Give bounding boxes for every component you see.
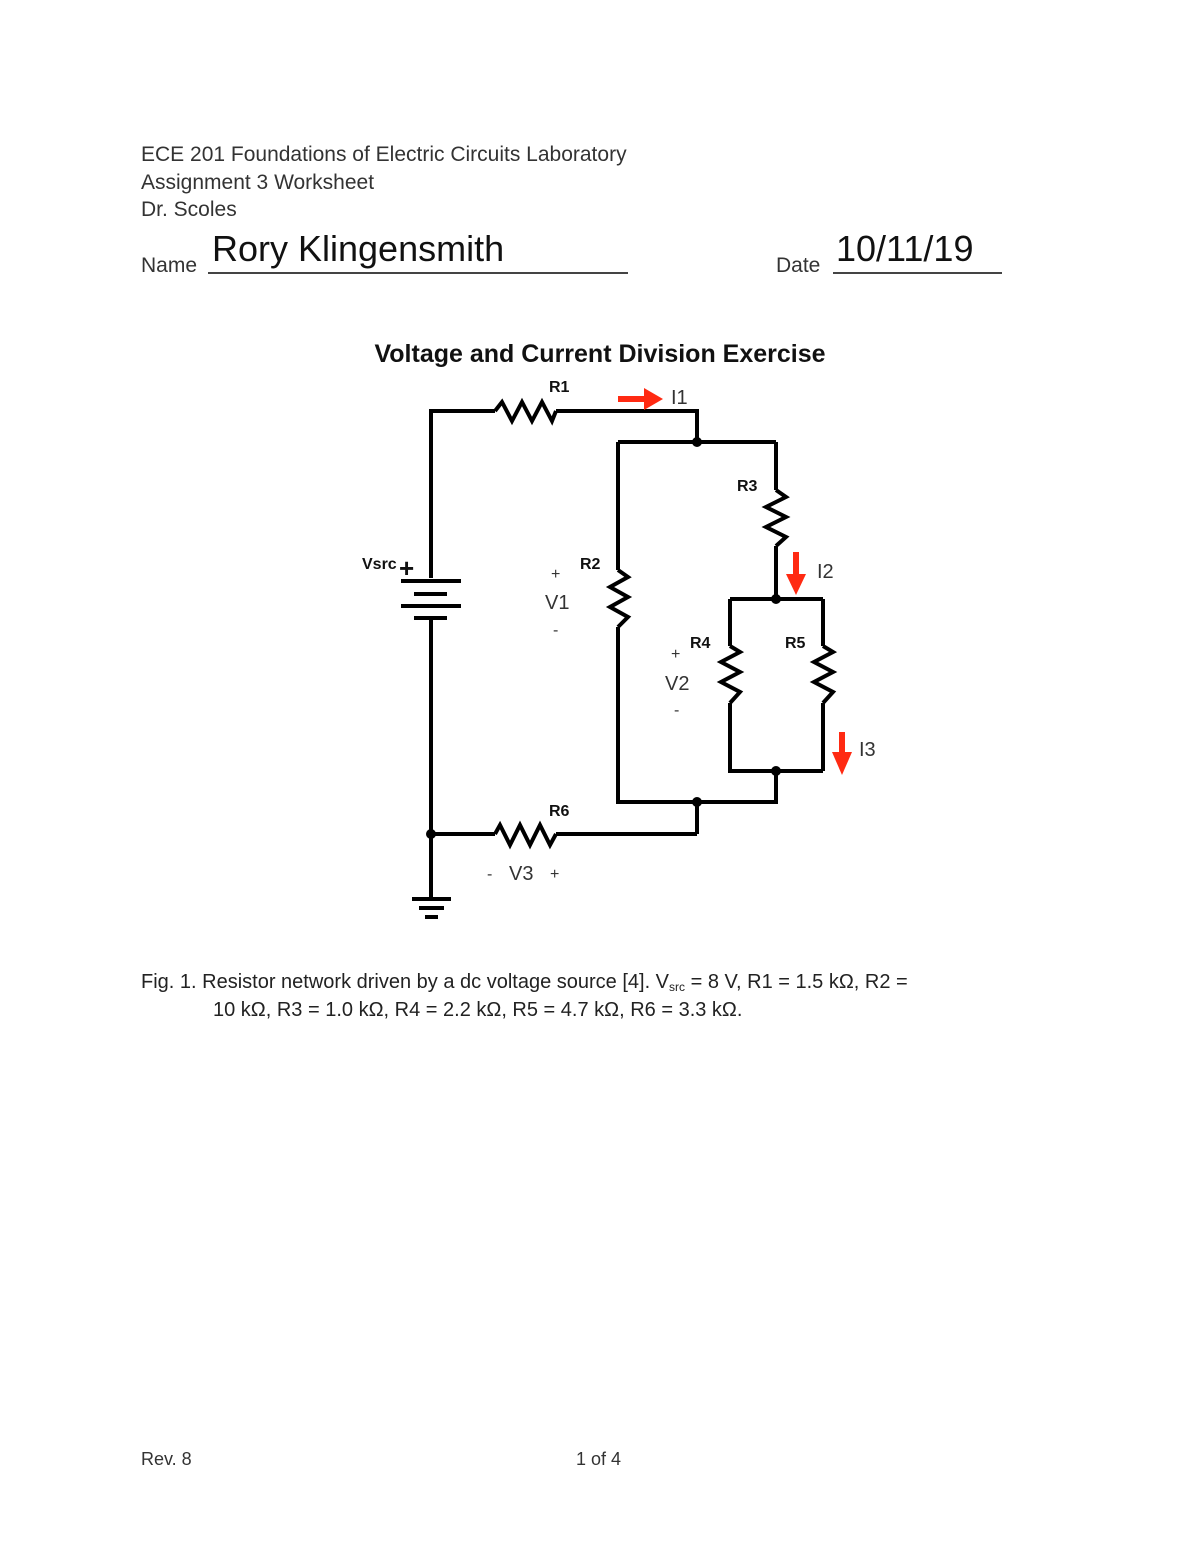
wire-top-right — [556, 409, 699, 442]
course-title: ECE 201 Foundations of Electric Circuits… — [141, 143, 627, 166]
current-arrow-i2 — [786, 552, 806, 595]
caption-pre: Fig. 1. Resistor network driven by a dc … — [141, 971, 670, 993]
instructor-name: Dr. Scoles — [141, 198, 237, 221]
label-i2: I2 — [817, 561, 834, 583]
circuit-diagram: R1 R2 R3 R4 R5 R6 Vsrc + I1 I2 I3 V1 V2 … — [362, 379, 876, 919]
resistor-r6 — [493, 820, 558, 850]
resistor-r2 — [605, 568, 633, 629]
resistor-r4 — [716, 644, 745, 705]
wire-node-c — [695, 771, 778, 834]
label-i3: I3 — [859, 739, 876, 761]
name-underline — [208, 272, 628, 274]
label-i1: I1 — [671, 387, 688, 409]
label-vsrc-plus: + — [399, 553, 414, 583]
label-v1-plus: + — [551, 566, 560, 583]
label-r1: R1 — [549, 379, 570, 396]
label-v3-plus: + — [550, 866, 559, 883]
node-dot — [426, 829, 436, 839]
assignment-title: Assignment 3 Worksheet — [141, 171, 375, 194]
wire-r4-bottom — [728, 703, 823, 773]
footer-page-number: 1 of 4 — [576, 1449, 622, 1469]
battery-symbol — [401, 579, 461, 620]
label-r4: R4 — [690, 635, 711, 652]
resistor-r1 — [493, 397, 558, 426]
label-r5: R5 — [785, 635, 806, 652]
date-label: Date — [776, 254, 821, 277]
name-field[interactable]: Rory Klingensmith — [212, 228, 505, 269]
node-dot — [692, 797, 702, 807]
resistor-r3 — [761, 488, 791, 548]
footer-revision: Rev. 8 — [141, 1449, 192, 1469]
name-label: Name — [141, 254, 198, 277]
wire-r2-bottom — [616, 627, 697, 804]
current-arrow-i3 — [832, 732, 852, 775]
node-dot — [771, 594, 781, 604]
label-v1-minus: - — [553, 622, 558, 639]
label-v1: V1 — [545, 592, 569, 614]
label-r3: R3 — [737, 478, 758, 495]
figure-caption-line2: 10 kΩ, R3 = 1.0 kΩ, R4 = 2.2 kΩ, R5 = 4.… — [213, 999, 743, 1021]
label-v2: V2 — [665, 673, 689, 695]
label-v2-minus: - — [674, 702, 679, 719]
node-dot — [692, 437, 702, 447]
label-r2: R2 — [580, 556, 601, 573]
label-r6: R6 — [549, 803, 570, 820]
label-v2-plus: + — [671, 646, 680, 663]
label-v3: V3 — [509, 863, 533, 885]
label-vsrc: Vsrc — [362, 556, 397, 573]
figure-caption-line1: Fig. 1. Resistor network driven by a dc … — [141, 968, 908, 1001]
figure-title: Voltage and Current Division Exercise — [374, 340, 826, 368]
label-v3-minus: - — [487, 866, 492, 883]
ground-icon — [412, 897, 451, 919]
wire-top — [429, 409, 495, 578]
caption-post: = 8 V, R1 = 1.5 kΩ, R2 = — [685, 971, 908, 993]
resistor-r5 — [809, 644, 838, 705]
node-dot — [771, 766, 781, 776]
current-arrow-i1 — [618, 388, 663, 410]
caption-subscript: src — [669, 980, 686, 994]
date-field[interactable]: 10/11/19 — [836, 228, 974, 269]
date-underline — [833, 272, 1002, 274]
